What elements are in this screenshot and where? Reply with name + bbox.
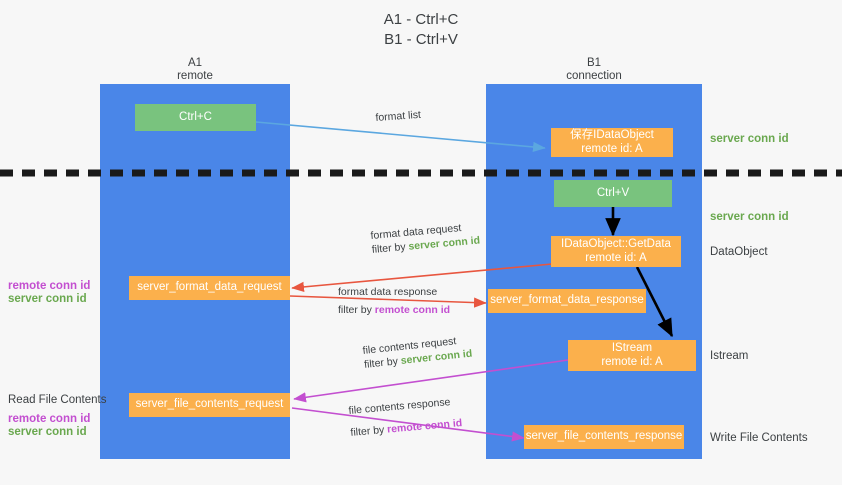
filter-value: remote conn id [374, 304, 451, 316]
node-server-file-contents-request[interactable]: server_file_contents_request [129, 393, 290, 417]
node-istream[interactable]: IStream remote id: A [568, 340, 696, 371]
label-server-conn-id-top: server conn id [710, 133, 789, 145]
label-write-file-contents: Write File Contents [710, 432, 808, 444]
label-server-conn-id-upper: server conn id [8, 293, 87, 305]
page-title: A1 - Ctrl+C B1 - Ctrl+V [383, 11, 459, 48]
filter-value: remote conn id [386, 417, 463, 436]
edge-label-format-data-response-filter: filter by remote conn id [338, 299, 450, 317]
filter-prefix: filter by [338, 304, 375, 316]
edge-label-format-list-text: format list [375, 108, 422, 124]
node-ctrl-c[interactable]: Ctrl+C [135, 104, 256, 131]
filter-prefix: filter by [363, 355, 402, 371]
filter-prefix: filter by [371, 240, 409, 256]
node-idataobject-getdata[interactable]: IDataObject::GetData remote id: A [551, 236, 681, 267]
node-server-file-contents-response[interactable]: server_file_contents_response [524, 425, 684, 449]
label-remote-conn-id-upper: remote conn id [8, 280, 91, 292]
node-server-format-data-request[interactable]: server_format_data_request [129, 276, 290, 300]
label-read-file-contents: Read File Contents [8, 394, 107, 406]
edge-label-format-data-response-text: format data response [338, 286, 438, 298]
node-ctrl-v[interactable]: Ctrl+V [554, 180, 672, 207]
edge-label-file-contents-request: file contents request filter by server c… [362, 333, 473, 372]
lane-header-a1: A1 remote [177, 57, 213, 82]
lane-header-b1: B1 connection [566, 57, 622, 82]
label-istream: Istream [710, 350, 749, 362]
edge-label-format-data-response: format data response filter by remote co… [338, 285, 450, 317]
node-server-format-data-response[interactable]: server_format_data_response [488, 289, 646, 313]
edge-label-format-list: format list [375, 108, 421, 125]
node-save-idataobject[interactable]: 保存IDataObject remote id: A [551, 128, 673, 157]
label-server-conn-id-lower: server conn id [8, 426, 87, 438]
filter-prefix: filter by [350, 423, 388, 439]
label-server-conn-id-mid: server conn id [710, 211, 789, 223]
edge-label-format-data-request: format data request filter by server con… [370, 220, 481, 257]
label-dataobject: DataObject [710, 246, 768, 258]
label-remote-conn-id-lower: remote conn id [8, 413, 91, 425]
edge-label-file-contents-response: file contents response filter by remote … [348, 394, 463, 440]
